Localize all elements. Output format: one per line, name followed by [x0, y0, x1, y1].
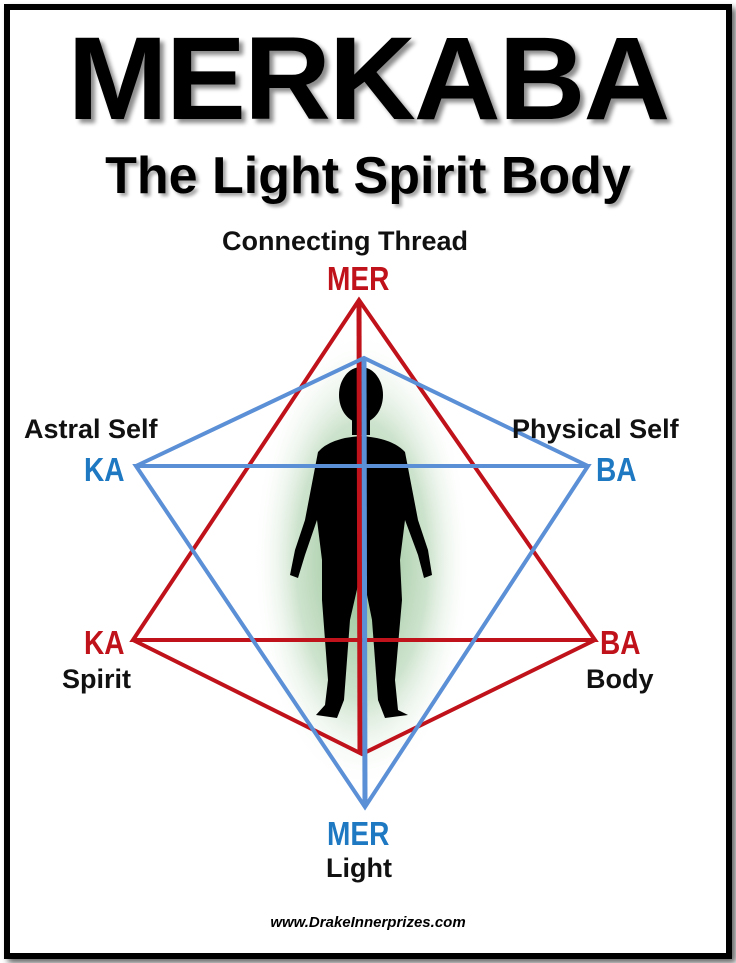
page-title: MERKABA [67, 13, 671, 145]
label-physical-self: Physical Self [512, 414, 679, 444]
label-astral-self: Astral Self [24, 414, 158, 444]
label-connecting-thread: Connecting Thread [222, 226, 469, 256]
label-mer-bottom: MER [327, 815, 390, 852]
website-link[interactable]: www.DrakeInnerprizes.com [270, 914, 466, 931]
label-body: Body [586, 664, 654, 694]
label-ba-blue: BA [596, 451, 637, 488]
blue-tetrahedron [132, 355, 592, 811]
label-ba-red: BA [600, 624, 641, 661]
label-light: Light [326, 853, 392, 883]
label-ka-blue: KA [84, 451, 125, 488]
label-ka-red: KA [84, 624, 125, 661]
label-spirit: Spirit [62, 664, 132, 694]
label-mer-top: MER [327, 260, 390, 297]
page-subtitle: The Light Spirit Body [105, 147, 631, 205]
